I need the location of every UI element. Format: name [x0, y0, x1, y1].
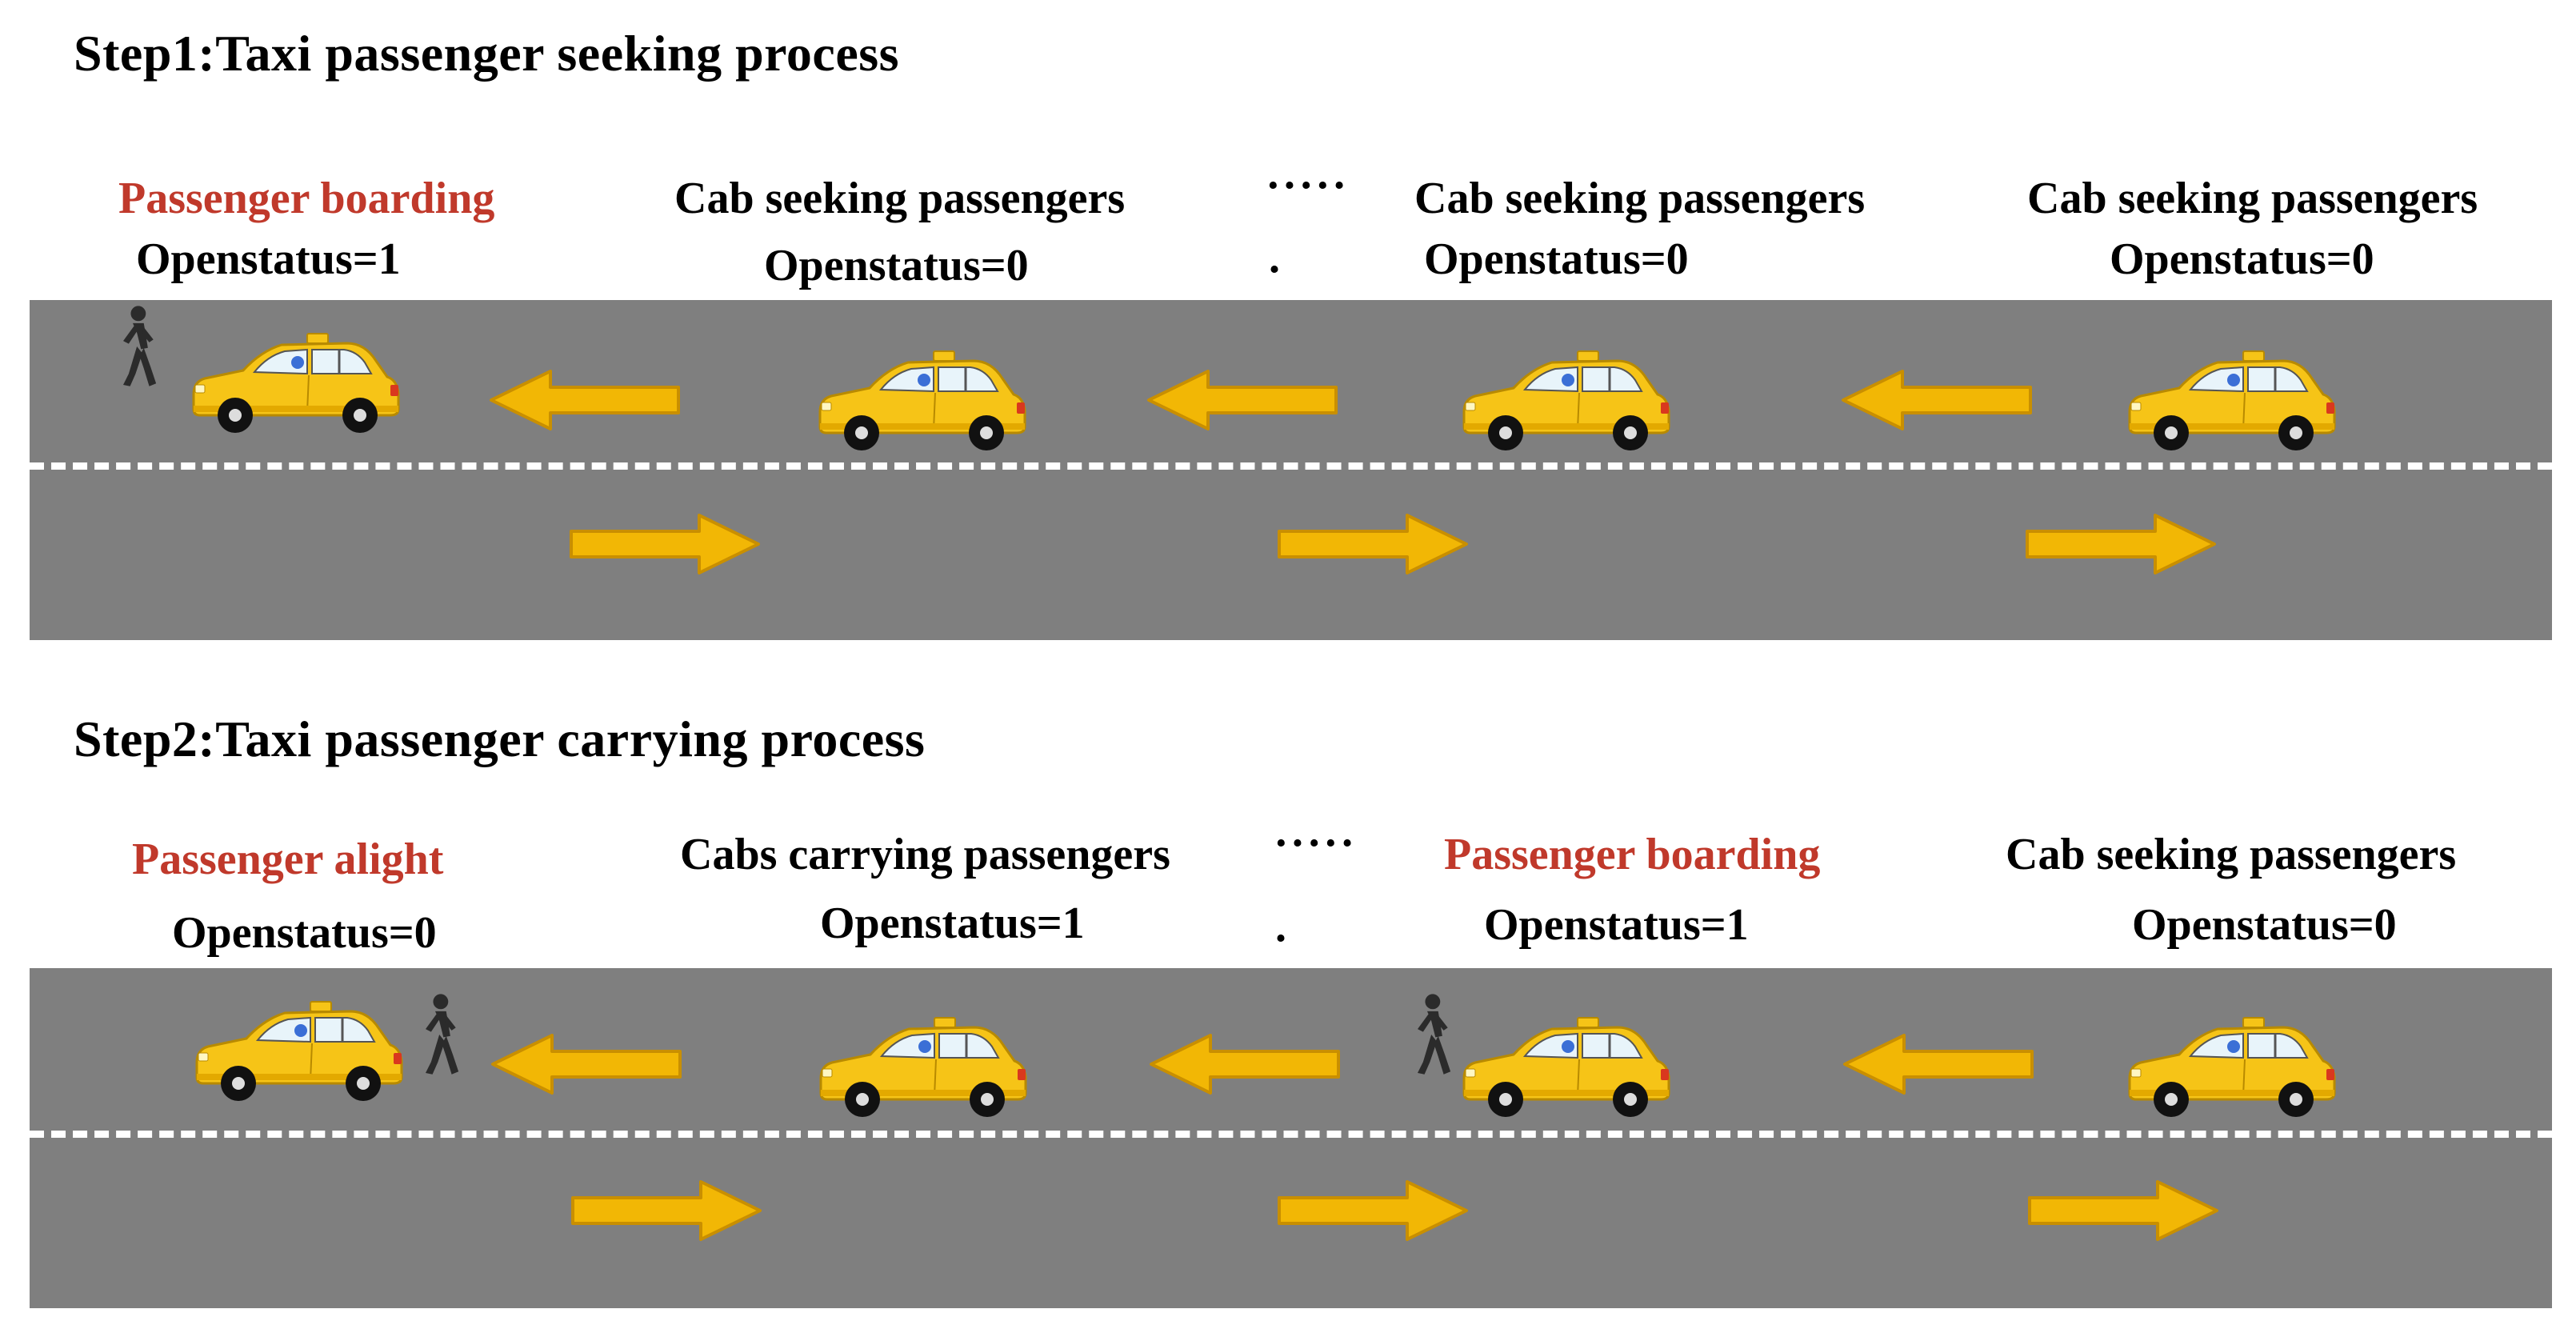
step1-ellipsis-dot: .	[1269, 233, 1280, 282]
step2-label-2-status: Openstatus=1	[820, 899, 1085, 948]
left-arrow-icon	[488, 368, 680, 432]
step1-ellipsis: ·····	[1266, 161, 1349, 210]
step1-lane-divider	[30, 462, 2552, 470]
step1-label-1-status: Openstatus=1	[136, 234, 401, 284]
taxi-icon	[1458, 350, 1674, 454]
pedestrian-icon	[416, 991, 464, 1079]
pedestrian-icon	[1408, 991, 1456, 1079]
step2-ellipsis: ·····	[1274, 819, 1357, 868]
step2-label-4-status: Openstatus=0	[2132, 900, 2397, 950]
step1-label-4-status: Openstatus=0	[2110, 234, 2374, 284]
taxi-icon	[2123, 1016, 2339, 1120]
left-arrow-icon	[1842, 1032, 2034, 1096]
step1-title: Step1:Taxi passenger seeking process	[74, 25, 900, 82]
step2-label-3-status: Openstatus=1	[1484, 900, 1749, 950]
left-arrow-icon	[490, 1032, 682, 1096]
right-arrow-icon	[1278, 1179, 1470, 1243]
step2-label-4-name: Cab seeking passengers	[2006, 830, 2457, 879]
step1-label-2-status: Openstatus=0	[764, 241, 1029, 290]
left-arrow-icon	[1148, 1032, 1340, 1096]
right-arrow-icon	[571, 1179, 763, 1243]
step1-road	[30, 300, 2552, 640]
step2-label-1-status: Openstatus=0	[172, 908, 437, 958]
taxi-icon	[1458, 1016, 1674, 1120]
taxi-icon	[190, 1000, 406, 1104]
step2-lane-divider	[30, 1131, 2552, 1138]
right-arrow-icon	[1278, 512, 1470, 576]
step1-label-2-name: Cab seeking passengers	[674, 174, 1126, 223]
step2-label-1-name: Passenger alight	[132, 835, 444, 884]
taxi-icon	[2123, 350, 2339, 454]
pedestrian-icon	[114, 302, 162, 390]
taxi-icon	[187, 332, 403, 436]
step1-label-1-name: Passenger boarding	[118, 174, 495, 223]
step2-title: Step2:Taxi passenger carrying process	[74, 711, 926, 767]
taxi-icon	[814, 1016, 1030, 1120]
step1-label-3-name: Cab seeking passengers	[1414, 174, 1866, 223]
step1-label-3-status: Openstatus=0	[1424, 234, 1689, 284]
step1-label-4-name: Cab seeking passengers	[2027, 174, 2478, 223]
right-arrow-icon	[2026, 512, 2218, 576]
left-arrow-icon	[1146, 368, 1338, 432]
step2-label-3-name: Passenger boarding	[1444, 830, 1821, 879]
taxi-icon	[814, 350, 1030, 454]
step2-label-2-name: Cabs carrying passengers	[680, 830, 1170, 879]
right-arrow-icon	[2028, 1179, 2220, 1243]
step2-ellipsis-dot: .	[1275, 902, 1286, 951]
left-arrow-icon	[1840, 368, 2032, 432]
right-arrow-icon	[570, 512, 762, 576]
